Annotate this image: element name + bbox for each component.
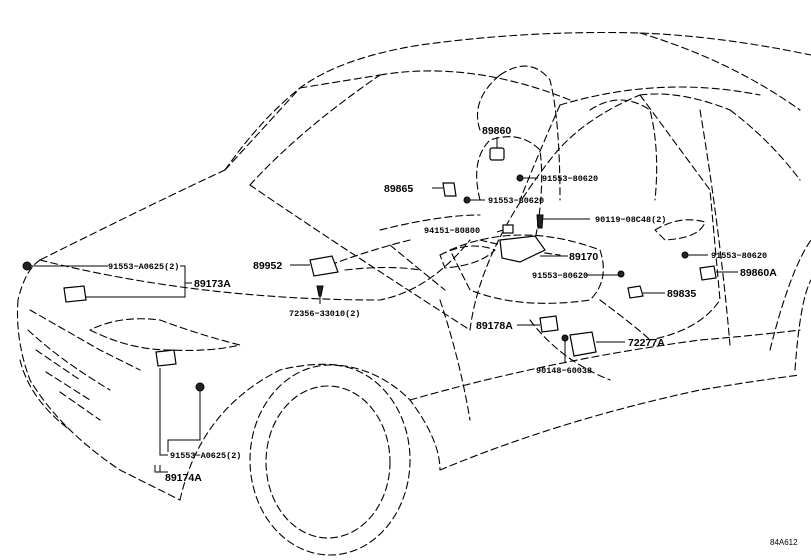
label-91553-a0625-bot: 91553−A0625(2) [170,451,241,461]
label-90119: 90119−08C48(2) [595,215,666,225]
label-91553-80620-a: 91553−80620 [542,174,598,184]
bolt-91553-a0625-top [22,261,32,271]
bracket-72277a [569,331,597,357]
label-89173a: 89173A [194,278,231,290]
bracket-94151 [502,224,514,234]
bolt-91553-d [681,251,689,259]
bolt-91553-a [516,174,524,182]
leader-lines [31,137,738,473]
label-72356: 72356−33010(2) [289,309,360,319]
label-72277a: 72277A [628,337,665,349]
bolt-90119 [536,214,544,229]
sensor-89860 [489,147,505,161]
label-91553-80620-c: 91553−80620 [532,271,588,281]
label-91553-a0625-top: 91553−A0625(2) [108,262,179,272]
bolt-72356 [316,285,324,297]
parts [22,147,717,392]
diagram-code: 84A612 [770,538,798,547]
sensor-89835 [627,285,644,299]
sensor-89865 [442,182,457,197]
label-90148: 90148−60038 [536,366,592,376]
label-89952: 89952 [253,260,282,272]
label-89178a: 89178A [476,320,513,332]
car-outline [16,31,811,556]
label-89174a: 89174A [165,472,202,484]
sensor-89952 [309,255,339,277]
labels: 89860 91553−80620 89865 91553−80620 9011… [108,125,798,547]
label-89835: 89835 [667,288,696,300]
sensor-89860a [699,265,717,281]
bolt-91553-b [463,196,471,204]
label-91553-80620-b: 91553−80620 [488,196,544,206]
label-89860a: 89860A [740,267,777,279]
sensor-89173a [63,285,87,303]
label-89865: 89865 [384,183,413,195]
bolt-90148 [561,334,569,342]
bolt-91553-c [617,270,625,278]
bolt-91553-a0625-bot [195,382,205,392]
sensor-89178a [539,315,559,333]
label-89170: 89170 [569,251,598,263]
airbag-ecu-89170 [499,235,546,263]
label-94151: 94151−80800 [424,226,480,236]
sensor-89174a [155,349,177,367]
label-91553-80620-d: 91553−80620 [711,251,767,261]
label-89860: 89860 [482,125,511,137]
